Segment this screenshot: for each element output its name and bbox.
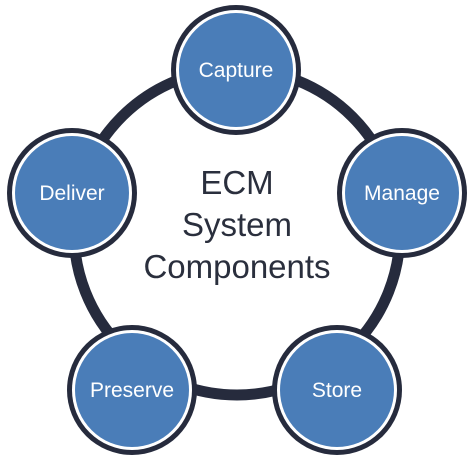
center-title: ECM System Components <box>143 164 330 285</box>
center-title-line-2: System <box>182 206 292 243</box>
node-preserve-label: Preserve <box>90 379 174 402</box>
node-manage-label: Manage <box>364 182 440 205</box>
center-title-line-1: ECM <box>200 164 273 201</box>
node-preserve: Preserve <box>67 325 197 455</box>
center-title-line-3: Components <box>143 248 330 285</box>
node-capture-label: Capture <box>199 59 274 82</box>
node-store-label: Store <box>312 379 362 402</box>
node-deliver: Deliver <box>7 128 137 258</box>
node-capture: Capture <box>171 5 301 135</box>
node-deliver-label: Deliver <box>39 182 104 205</box>
node-manage: Manage <box>337 128 467 258</box>
node-store: Store <box>272 325 402 455</box>
